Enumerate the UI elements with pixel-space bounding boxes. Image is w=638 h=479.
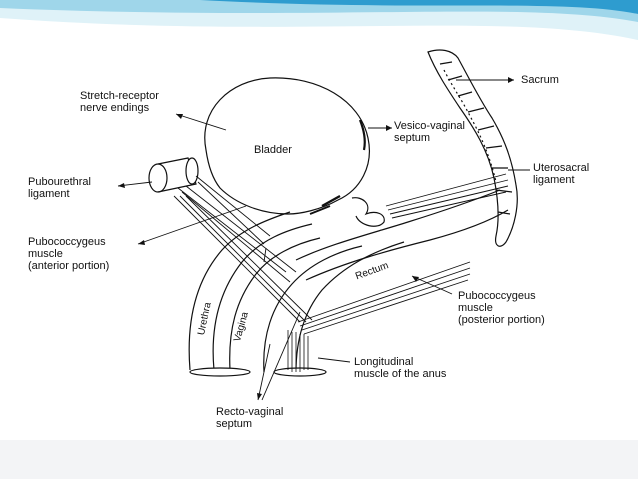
pubourethral-cylinder [148,157,199,193]
footer-band [0,440,638,479]
label-bladder: Bladder [254,144,292,156]
header-swoosh-dark [200,0,638,14]
arrowheads [118,77,514,400]
label-vesico-vaginal: Vesico-vaginal septum [394,120,465,144]
label-pubococcygeus-anterior: Pubococcygeus muscle (anterior portion) [28,236,110,272]
label-longitudinal: Longitudinal muscle of the anus [354,356,447,380]
label-pubococcygeus-posterior: Pubococcygeus muscle (posterior portion) [458,290,545,326]
longitudinal-fibres [287,330,309,372]
label-recto-vaginal: Recto-vaginal septum [216,406,284,430]
bladder-shape [204,77,370,215]
septum-hooks [309,194,385,227]
rectum-shape [295,189,509,281]
leader-lines [117,79,530,401]
sacrum-shape [427,49,518,247]
label-stretch-receptor: Stretch-receptor nerve endings [80,90,159,114]
uterosacral-fibres [385,173,509,219]
label-uterosacral: Uterosacral ligament [533,162,590,186]
label-sacrum: Sacrum [521,74,559,86]
label-pubourethral: Pubourethral ligament [28,176,91,200]
urethra-vagina-tubes [188,211,405,377]
